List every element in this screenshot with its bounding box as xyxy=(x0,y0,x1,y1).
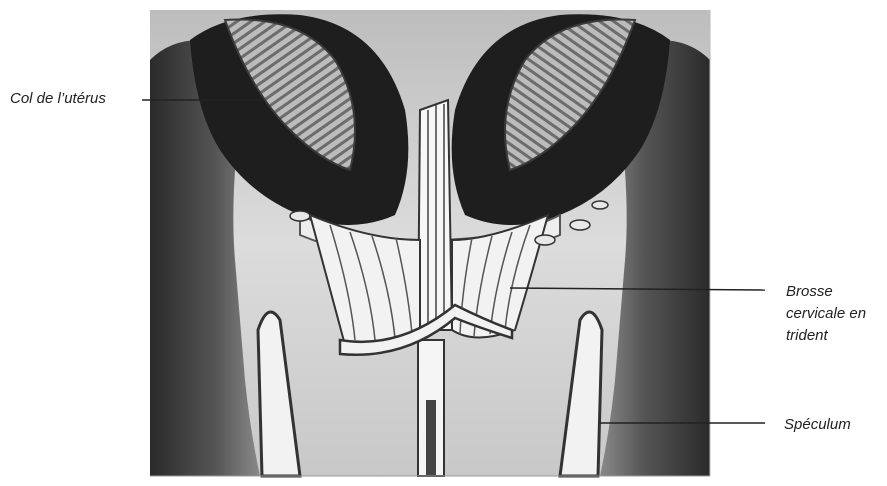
label-cervix: Col de l’utérus xyxy=(10,88,106,110)
label-speculum: Spéculum xyxy=(784,414,851,436)
brush-handle-core xyxy=(426,400,436,476)
label-cervical-brush: Brosse cervicale en trident xyxy=(786,281,866,347)
anatomy-drawing xyxy=(150,10,710,476)
brush-central-bristles xyxy=(418,100,452,330)
